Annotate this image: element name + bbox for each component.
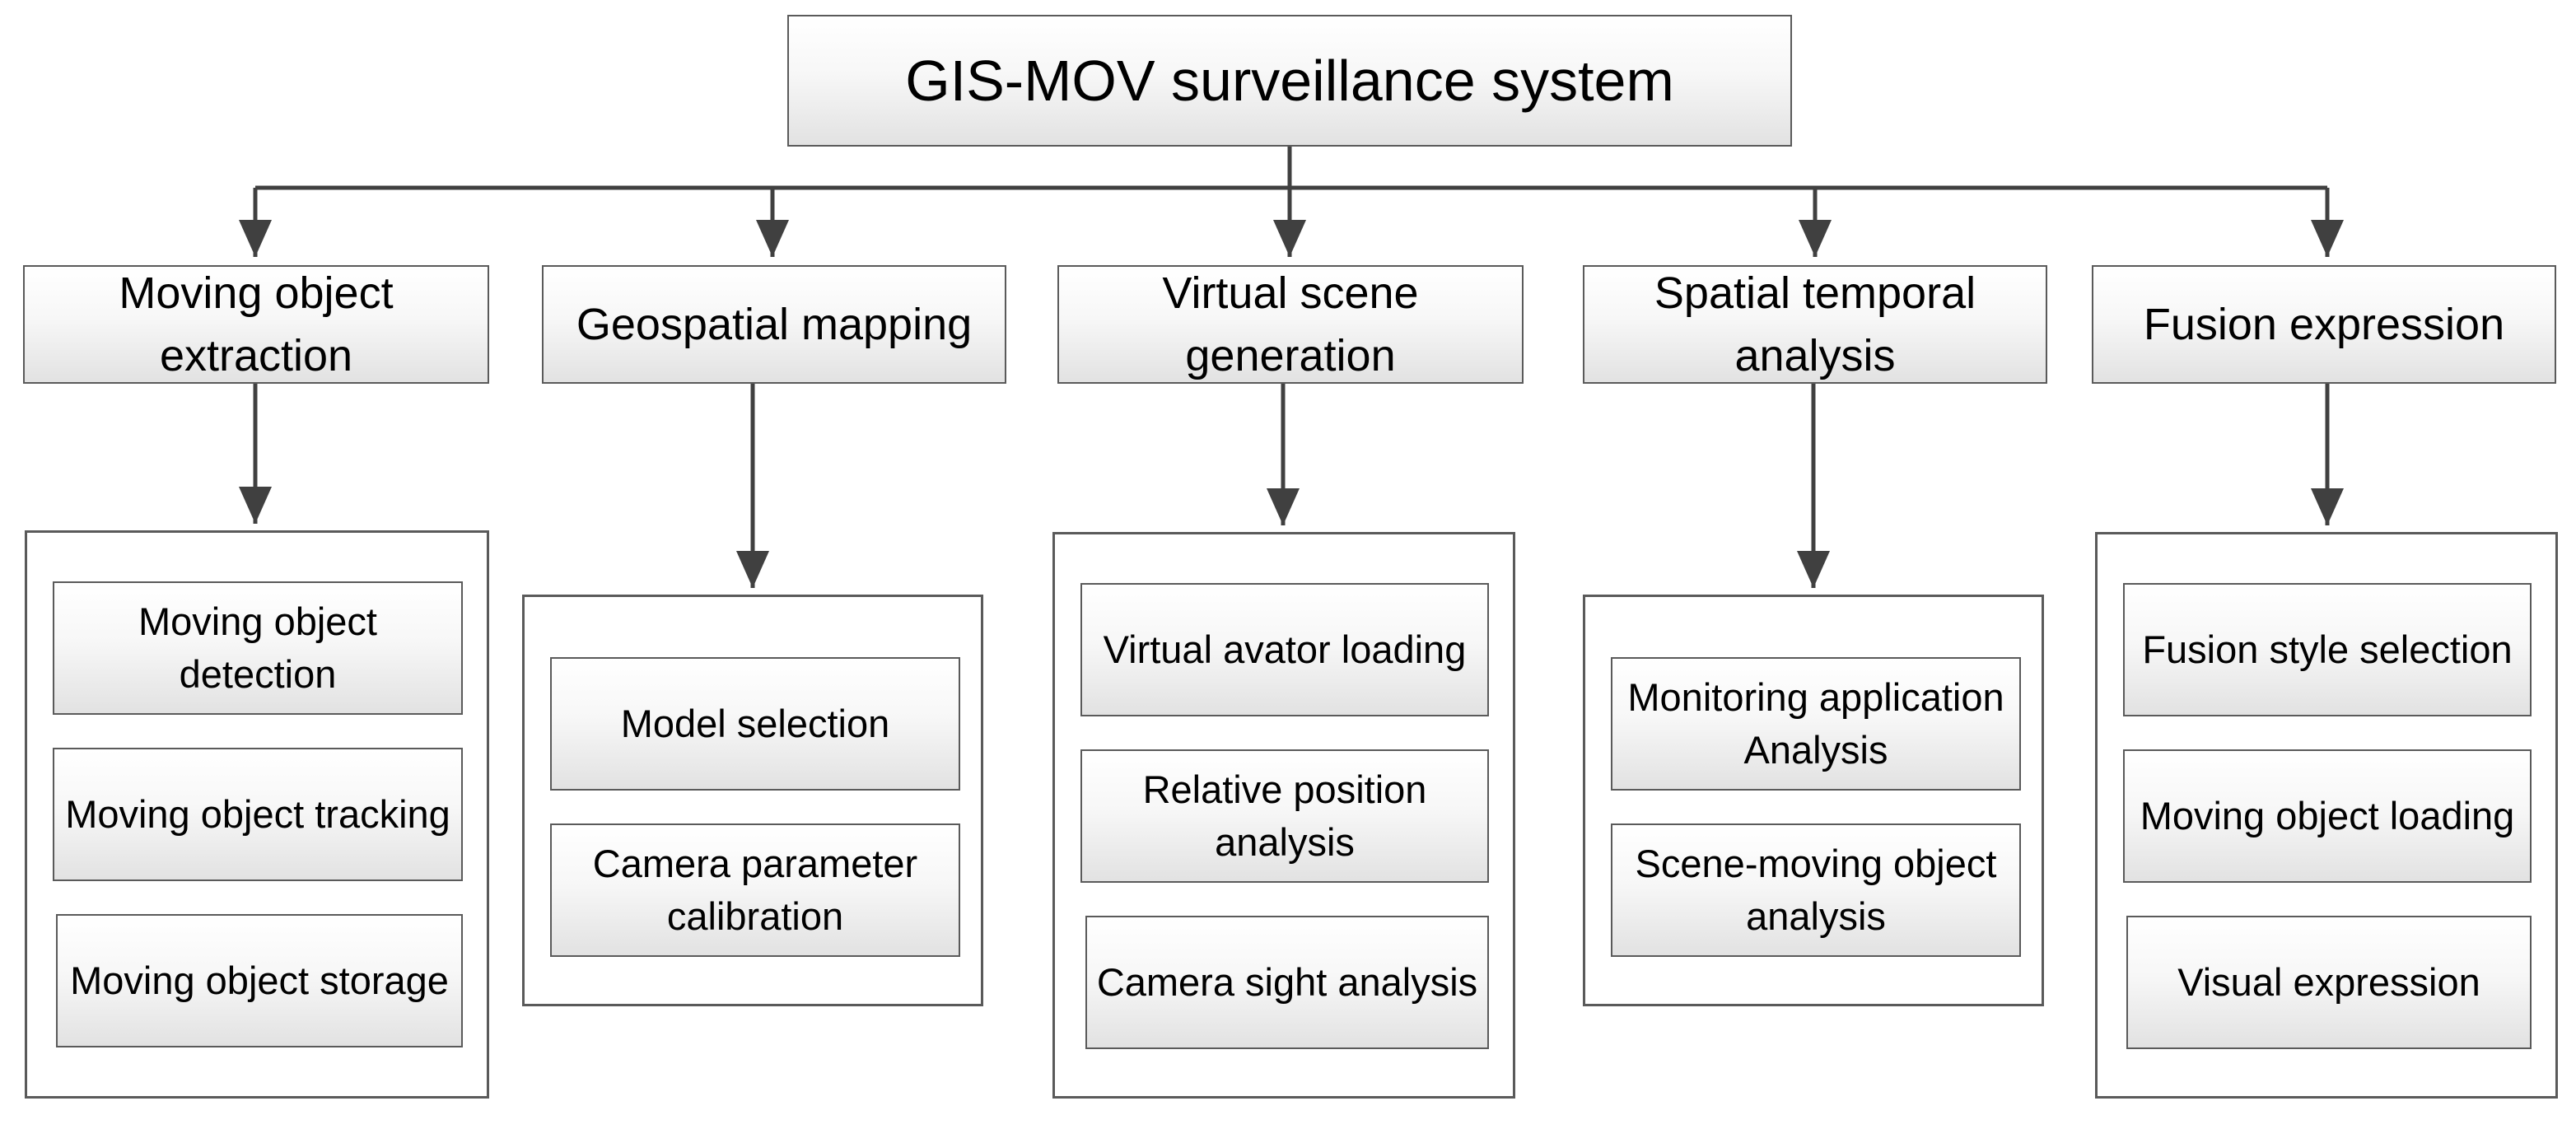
module-box-spatial-temporal-analysis: Spatial temporal analysis xyxy=(1583,265,2047,384)
module-label: Geospatial mapping xyxy=(576,300,973,349)
function-box-camera-parameter-calibration: Camera parameter calibration xyxy=(550,823,960,957)
function-box-moving-object-tracking: Moving object tracking xyxy=(53,748,463,881)
root-system-box: GIS-MOV surveillance system xyxy=(787,15,1792,147)
function-label: Virtual avator loading xyxy=(1103,627,1467,671)
function-label: Camera parameter calibration xyxy=(592,842,918,938)
function-box-relative-position-analysis: Relative position analysis xyxy=(1080,749,1489,883)
function-box-fusion-style-selection: Fusion style selection xyxy=(2123,583,2532,716)
function-label: Visual expression xyxy=(2177,960,2480,1004)
function-label: Model selection xyxy=(620,702,890,745)
function-box-scene-moving-object-analysis: Scene-moving object analysis xyxy=(1611,823,2021,957)
function-box-virtual-avator-loading: Virtual avator loading xyxy=(1080,583,1489,716)
root-system-label: GIS-MOV surveillance system xyxy=(905,49,1674,113)
function-label: Moving object tracking xyxy=(65,792,450,836)
function-label: Relative position analysis xyxy=(1142,767,1427,864)
function-box-visual-expression: Visual expression xyxy=(2126,916,2532,1049)
function-label: Moving object loading xyxy=(2140,794,2515,837)
function-label: Monitoring application Analysis xyxy=(1627,675,2004,772)
module-label: Fusion expression xyxy=(2143,300,2505,349)
function-box-moving-object-detection: Moving object detection xyxy=(53,581,463,715)
module-box-virtual-scene-generation: Virtual scene generation xyxy=(1057,265,1524,384)
function-label: Moving object detection xyxy=(138,599,377,696)
function-label: Scene-moving object analysis xyxy=(1635,842,1997,938)
function-box-moving-object-storage: Moving object storage xyxy=(56,914,463,1047)
function-label: Fusion style selection xyxy=(2142,627,2513,671)
function-box-camera-sight-analysis: Camera sight analysis xyxy=(1085,916,1489,1049)
function-label: Camera sight analysis xyxy=(1096,960,1478,1004)
function-box-model-selection: Model selection xyxy=(550,657,960,791)
module-label: Moving object extraction xyxy=(119,268,394,380)
module-box-geospatial-mapping: Geospatial mapping xyxy=(542,265,1006,384)
function-box-moving-object-loading: Moving object loading xyxy=(2123,749,2532,883)
module-label: Virtual scene generation xyxy=(1162,268,1419,380)
module-box-moving-object-extraction: Moving object extraction xyxy=(23,265,489,384)
function-box-monitoring-application-analysis: Monitoring application Analysis xyxy=(1611,657,2021,791)
module-box-fusion-expression: Fusion expression xyxy=(2092,265,2556,384)
module-label: Spatial temporal analysis xyxy=(1654,268,1976,380)
function-label: Moving object storage xyxy=(70,959,449,1002)
